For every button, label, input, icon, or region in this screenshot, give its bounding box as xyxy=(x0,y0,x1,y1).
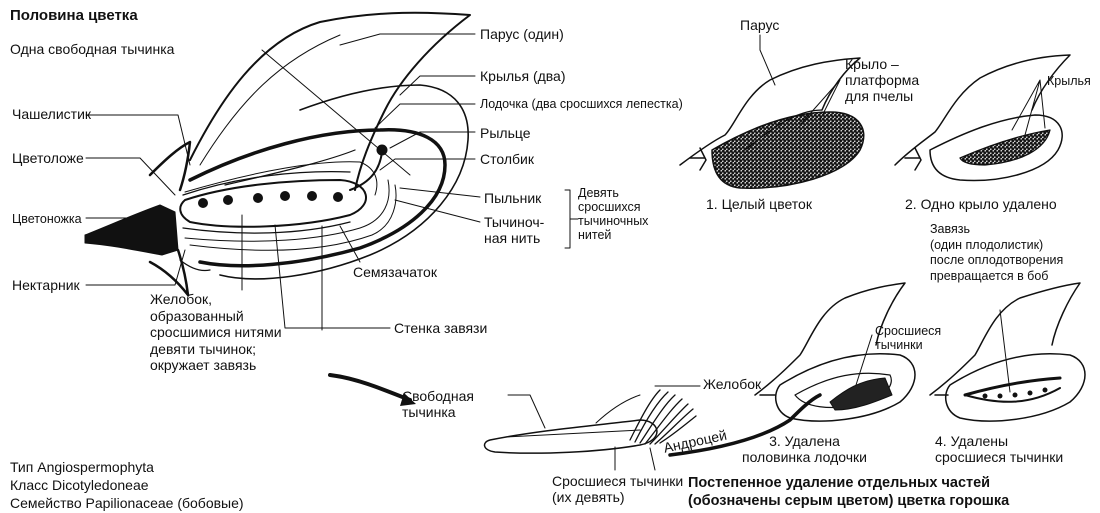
stage3-label-fused: Сросшиеся тычинки xyxy=(875,324,941,352)
stage1-whole-flower xyxy=(680,35,864,188)
label-free-stamen: Свободная тычинка xyxy=(402,388,474,420)
label-stigma: Рыльце xyxy=(480,125,531,141)
stage2-caption: 2. Одно крыло удалено xyxy=(905,196,1057,212)
label-wings: Крылья (два) xyxy=(480,68,566,84)
stage2-label-wings: Крылья xyxy=(1047,74,1091,88)
bottom-heading: Постепенное удаление отдельных частей (о… xyxy=(688,474,1009,510)
label-style: Столбик xyxy=(480,151,534,167)
label-anther: Пыльник xyxy=(484,190,541,206)
stage1-label-wing-platform: Крыло – платформа для пчелы xyxy=(845,56,919,104)
taxonomy-family: Семейство Papilionaceae (бобовые) xyxy=(10,495,244,511)
stage4-label-ovary: Завязь (один плодолистик) после оплодотв… xyxy=(930,222,1063,284)
label-nine-fused: Девять сросшихся тычиночных нитей xyxy=(578,186,648,242)
label-groove-2: Желобок xyxy=(703,376,761,392)
stage1-caption: 1. Целый цветок xyxy=(706,196,812,212)
label-pedicel: Цветоножка xyxy=(12,212,82,226)
diagram-title: Половина цветка xyxy=(10,8,138,24)
taxonomy-phylum: Тип Angiospermophyta xyxy=(10,459,154,475)
stage4-fused-stamens-removed xyxy=(930,283,1085,421)
label-banner: Парус (один) xyxy=(480,26,564,42)
stigma-dot xyxy=(377,145,387,155)
stage2-one-wing-removed xyxy=(895,55,1070,180)
ovules xyxy=(198,191,343,208)
label-nectary: Нектарник xyxy=(12,277,80,293)
label-ovule: Семязачаток xyxy=(353,264,437,280)
stage4-caption: 4. Удалены сросшиеся тычинки xyxy=(935,433,1063,465)
label-filament: Тычиноч- ная нить xyxy=(484,214,544,246)
label-fused-stamens-nine: Сросшиеся тычинки (их девять) xyxy=(552,473,683,505)
label-ovary-wall: Стенка завязи xyxy=(394,320,487,336)
label-groove: Желобок, образованный сросшимися нитями … xyxy=(150,291,282,374)
label-one-free-stamen: Одна свободная тычинка xyxy=(10,41,174,57)
pedicel-shape xyxy=(85,205,178,255)
stage3-caption: 3. Удалена половинка лодочки xyxy=(742,433,867,465)
label-receptacle: Цветоложе xyxy=(12,150,84,166)
stage3-half-keel-removed xyxy=(755,283,915,421)
label-keel: Лодочка (два сросшихся лепестка) xyxy=(480,97,683,111)
label-sepal: Чашелистик xyxy=(12,106,91,122)
arrow-to-stamens xyxy=(330,375,410,400)
stage1-label-banner: Парус xyxy=(740,17,779,33)
taxonomy-class: Класс Dicotyledoneae xyxy=(10,477,149,493)
